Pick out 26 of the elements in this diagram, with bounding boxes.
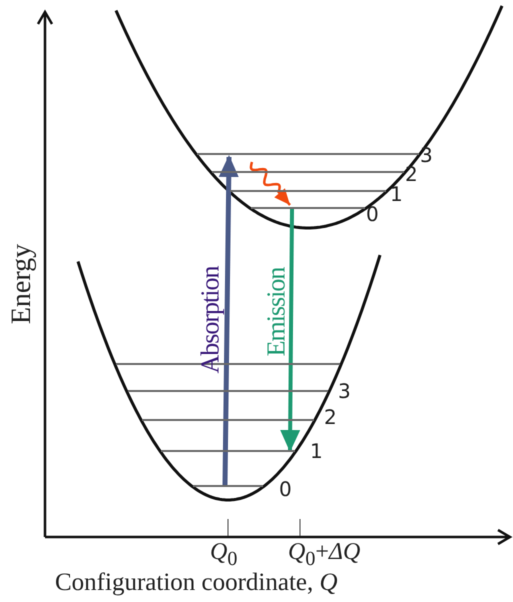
level-number: 3 — [420, 145, 433, 165]
energy-level-line — [197, 153, 419, 155]
tick-label: Q$_{0}$ — [210, 540, 238, 569]
energy-level-line — [192, 485, 264, 487]
edge-label: Absorption — [197, 266, 223, 374]
edge-label: Emission — [262, 268, 289, 356]
level-number: 0 — [366, 204, 379, 224]
level-number: 2 — [324, 407, 337, 427]
energy-level-line — [212, 171, 404, 173]
tick-label: Q$_{0}$+ΔQ — [288, 540, 360, 569]
axis-title: Energy — [8, 244, 36, 324]
energy-level-line — [142, 419, 314, 421]
energy-level-line — [161, 450, 295, 452]
level-number: 3 — [338, 381, 351, 401]
level-number: 0 — [279, 479, 292, 499]
wavy-arrow — [250, 162, 291, 206]
level-number: 1 — [390, 184, 403, 204]
axis-title: Configuration coordinate, Q — [55, 570, 338, 595]
level-number: 2 — [405, 164, 418, 184]
energy-level-line — [250, 207, 366, 209]
level-number: 1 — [310, 441, 323, 461]
arrow — [218, 155, 239, 486]
energy-level-line — [128, 390, 328, 392]
energy-level-line — [230, 190, 386, 192]
energy-level-line — [116, 363, 340, 365]
arrow — [280, 208, 300, 452]
